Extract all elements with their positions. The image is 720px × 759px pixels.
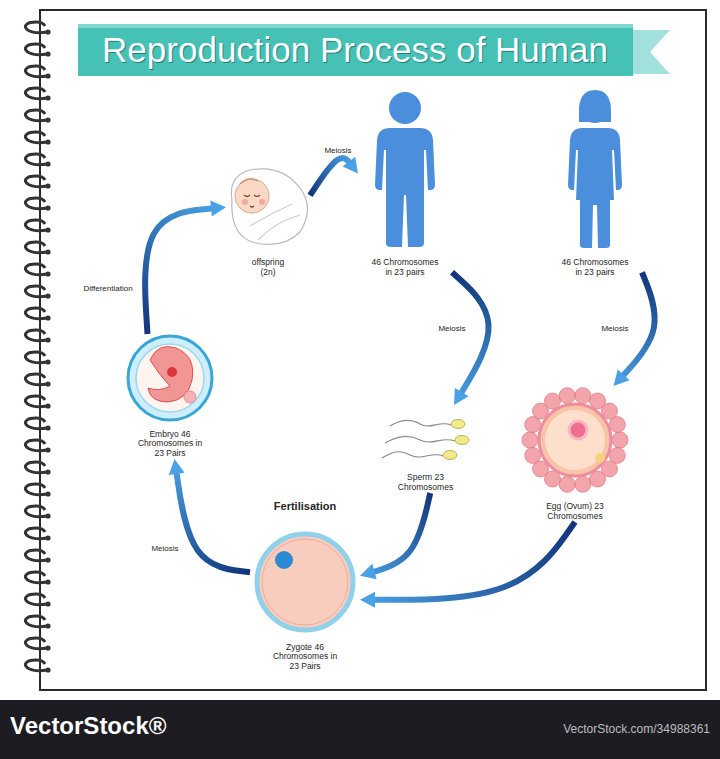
edge-label: Meiosis (595, 324, 635, 333)
egg-cytoplasm (545, 410, 605, 470)
offspring-node: offspring (2n) (226, 160, 310, 278)
baby-cheek (242, 199, 248, 205)
node-label: 46 Chromosomes in 23 pairs (369, 258, 441, 278)
zygote-membrane (262, 539, 348, 625)
male-head (389, 92, 421, 124)
watermark-bar (0, 700, 720, 759)
title-text: Reproduction Process of Human (80, 24, 630, 76)
arrow-head (169, 459, 185, 475)
embryo-sac (128, 336, 212, 420)
polar-body (595, 453, 605, 463)
node-heading: Fertilisation (255, 500, 355, 513)
arrow-head (454, 388, 469, 405)
male-parent-node: 46 Chromosomes in 23 pairs (358, 88, 452, 278)
edge-label: Meiosis (145, 544, 185, 553)
node-label: Embryo 46 Chromosomes in 23 Pairs (135, 430, 205, 459)
female-head (581, 95, 609, 123)
baby-hair (240, 179, 258, 184)
watermark-id: VectorStock.com/34988361 (450, 722, 710, 736)
female-parent-node: 46 Chromosomes in 23 pairs (548, 88, 642, 278)
watermark-logo: VectorStock® (10, 712, 250, 741)
node-label: Sperm 23 Chromosomes (391, 473, 461, 493)
arrow-head (360, 592, 375, 608)
cycle-arrow (452, 272, 489, 396)
baby-face (235, 179, 269, 213)
egg-illustration (522, 388, 628, 493)
cycle-arrow (176, 469, 250, 572)
spiral-binding (16, 20, 56, 680)
female-body (568, 128, 622, 248)
embryo-inner (136, 344, 204, 412)
edge-label: Differentiation (73, 284, 143, 293)
sperm-node: Sperm 23 Chromosomes (378, 405, 473, 493)
blanket-fold (250, 204, 300, 240)
sperm-head (443, 451, 457, 460)
zygote-cell (257, 534, 353, 630)
edge-label: Meiosis (432, 324, 472, 333)
sperm-illustration (382, 420, 469, 460)
baby-cheek (259, 199, 265, 205)
sperm-head (455, 436, 469, 445)
ribbon-tail (605, 30, 670, 74)
zygote-illustration (257, 534, 353, 630)
arrow-head (210, 201, 226, 217)
blanket (231, 169, 307, 245)
embryo-node: Embryo 46 Chromosomes in 23 Pairs (125, 334, 215, 459)
egg-nucleus (569, 421, 587, 439)
corona-cells (522, 388, 628, 493)
cycle-arrow (310, 158, 352, 195)
cycle-arrow (370, 522, 575, 600)
baby-illustration (231, 169, 307, 245)
female-hair (579, 90, 611, 122)
sperm-tail (382, 420, 455, 458)
notebook-page (40, 10, 706, 690)
embryo-heart (167, 367, 177, 377)
node-label: Egg (Ovum) 23 Chromosomes (540, 502, 610, 522)
zygote-nucleus (275, 551, 293, 569)
cycle-arrow (370, 493, 431, 573)
zygote-node: FertilisationZygote 46 Chromosomes in 23… (250, 500, 360, 672)
embryo-body (148, 347, 193, 403)
male-silhouette (375, 92, 435, 247)
cycle-arrow (145, 208, 216, 334)
female-silhouette (568, 90, 622, 248)
arrow-head (360, 564, 377, 579)
egg-node: Egg (Ovum) 23 Chromosomes (520, 386, 630, 522)
ribbon-highlight (78, 24, 633, 28)
arrow-head (343, 157, 358, 174)
embryo-illustration (128, 336, 212, 420)
zona-pellucida (539, 404, 611, 476)
node-label: 46 Chromosomes in 23 pairs (559, 258, 631, 278)
yolk-sac (184, 391, 196, 403)
arrow-head (614, 370, 630, 386)
node-label: offspring (2n) (248, 258, 288, 278)
baby-features (244, 195, 260, 207)
male-body (375, 128, 435, 247)
sperm-head (451, 420, 465, 429)
edge-label: Meiosis (318, 146, 358, 155)
node-label: Zygote 46 Chromosomes in 23 Pairs (270, 643, 340, 672)
title-ribbon (78, 24, 633, 76)
